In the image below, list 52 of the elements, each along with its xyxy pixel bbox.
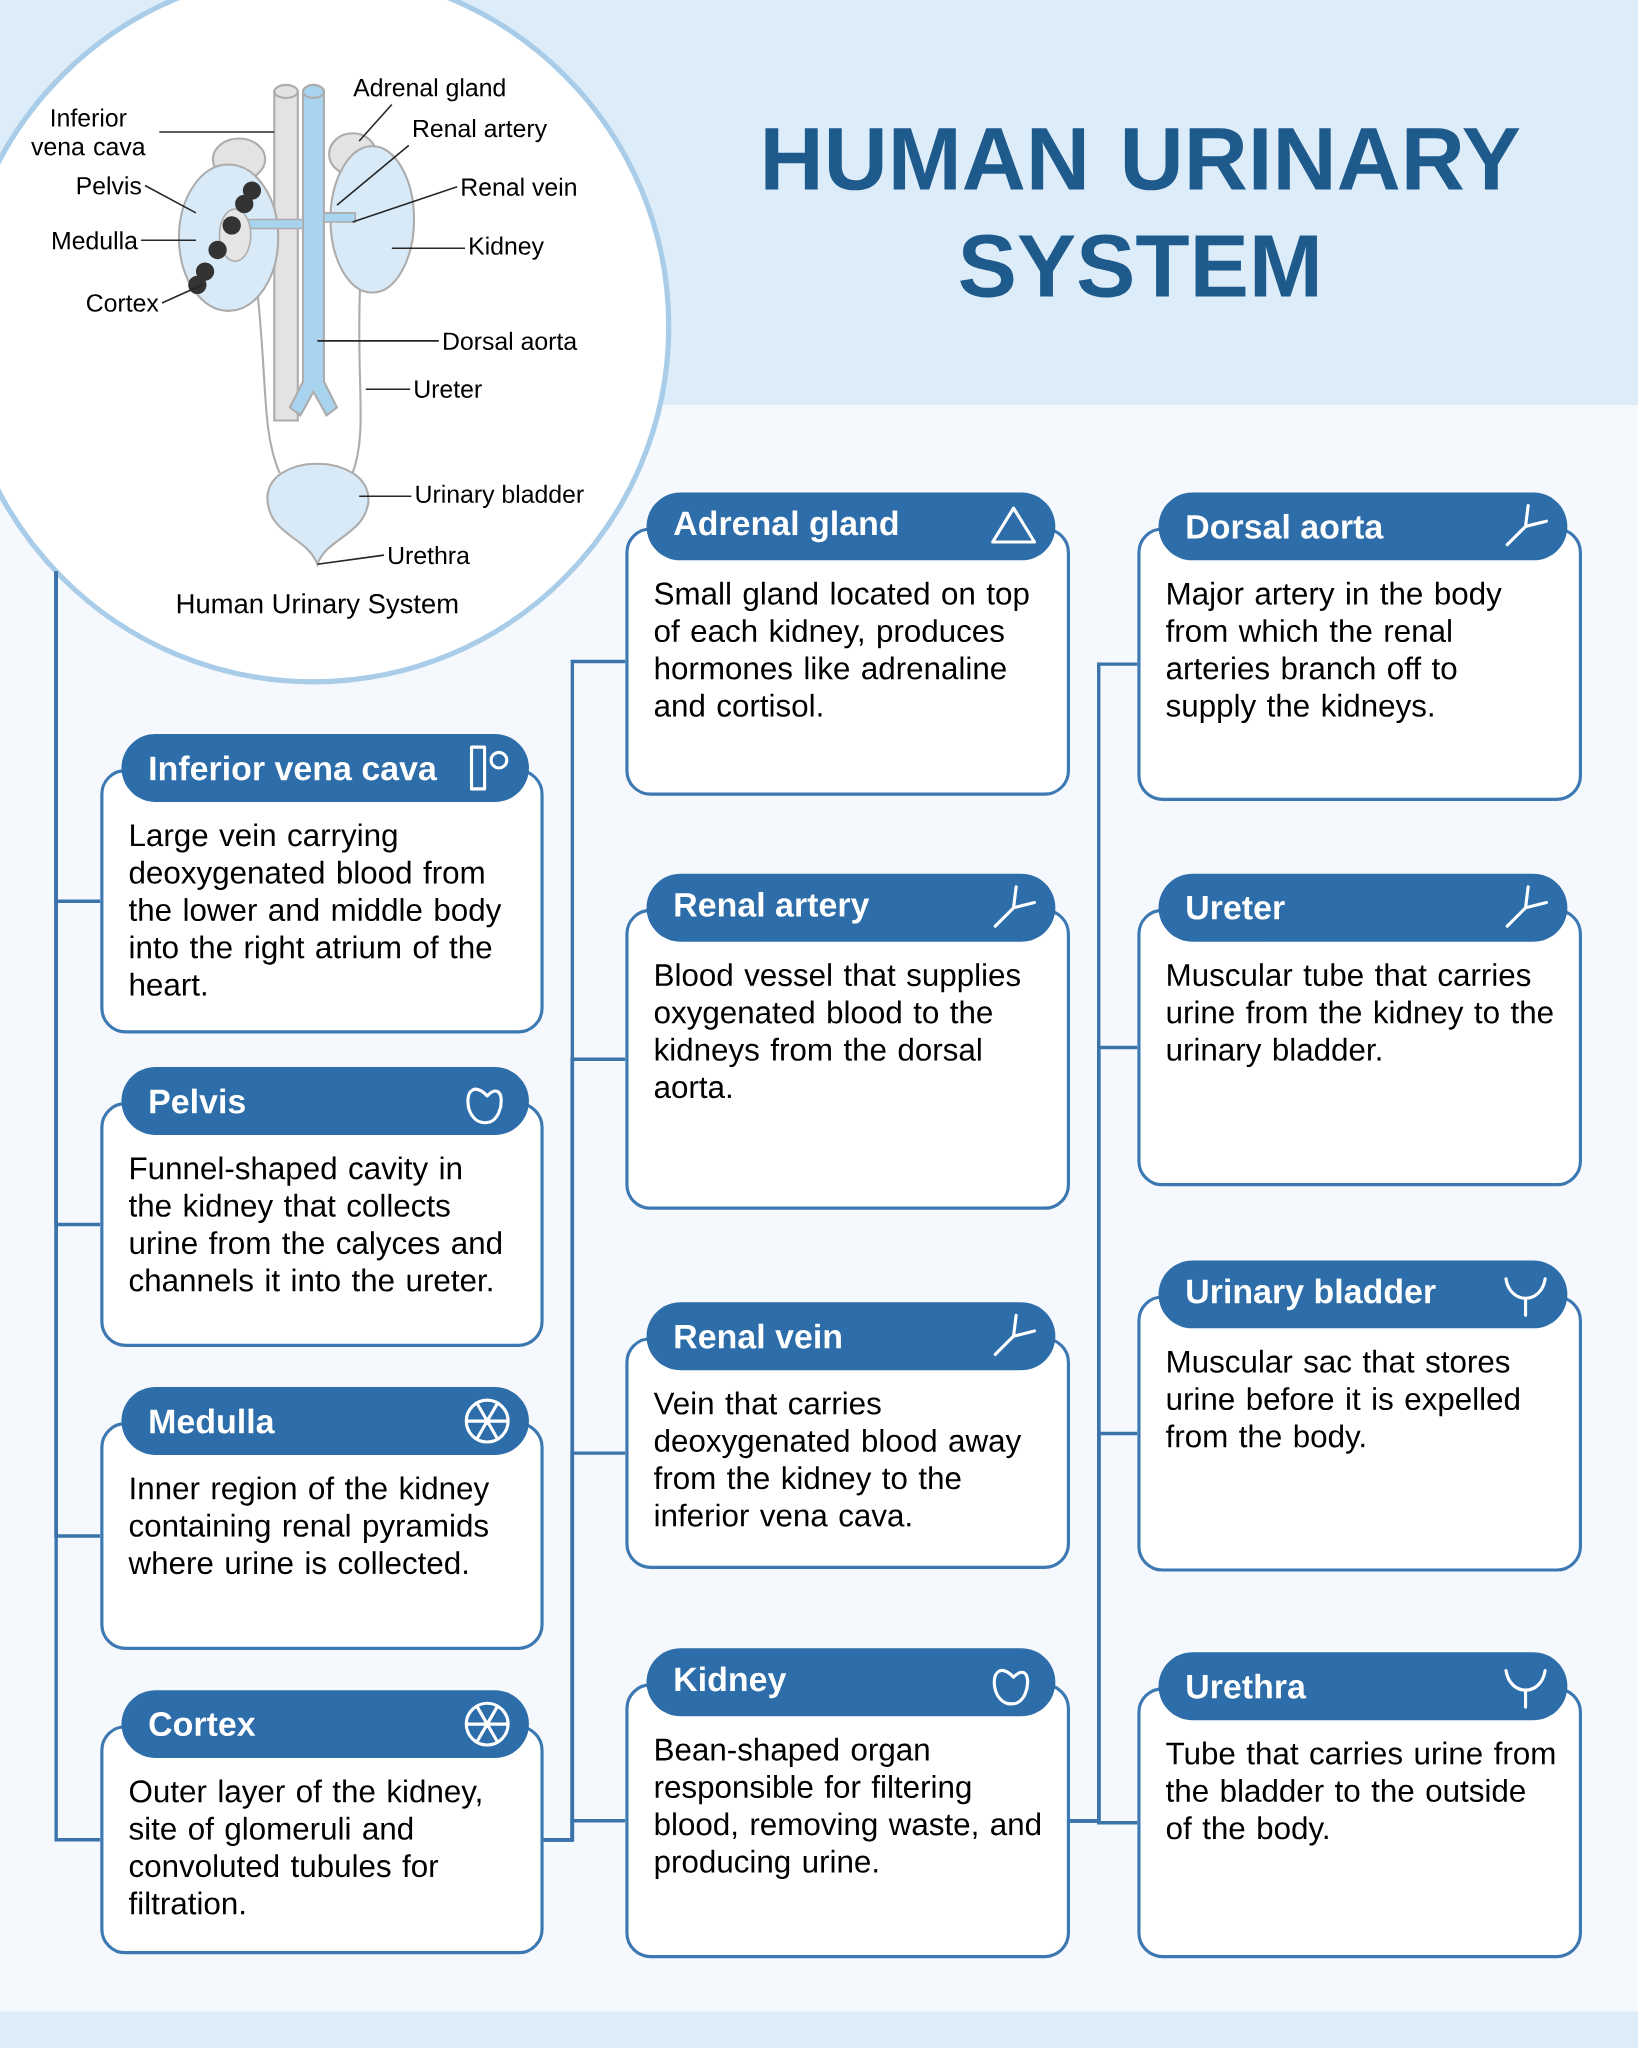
info-card: Pelvis Funnel-shaped cavity in the kidney that collects urine from the calyces and channels it into the ureter. <box>100 1067 544 1347</box>
info-card: Urinary bladder Muscular sac that stores urine before it is expelled from the body. <box>1137 1260 1583 1572</box>
part-label: Urinary bladder <box>416 484 584 508</box>
info-card: Cortex Outer layer of the kidney, site of glomeruli and convoluted tubules for filtration. <box>100 1690 544 1955</box>
title: HUMAN URINARY SYSTEM <box>765 128 1520 298</box>
card-header: Dorsal aorta <box>1158 492 1568 561</box>
card-header: Medulla <box>121 1387 530 1456</box>
leader-line <box>358 495 413 498</box>
info-card: Inferior vena cava Large vein carrying deoxygenated blood from the lower and middle body into the right atrium of the heart. <box>100 734 544 1034</box>
leader-line <box>365 388 411 390</box>
leader-line <box>158 131 276 133</box>
part-label: Urethra <box>389 546 470 565</box>
leader-line <box>161 283 204 304</box>
leader-line <box>358 103 393 142</box>
card-header: Cortex <box>121 1690 530 1759</box>
card-header: Adrenal gland <box>646 492 1056 561</box>
card-header: Urinary bladder <box>1158 1260 1568 1329</box>
card-header: Renal artery <box>646 873 1056 942</box>
info-card: Medulla Inner region of the kidney containing renal pyramids where urine is collected. <box>100 1387 544 1650</box>
connector-line <box>54 571 101 1842</box>
info-card: Dorsal aorta Major artery in the body from which the renal arteries branch off to supply the kidneys. <box>1137 492 1583 801</box>
card-header: Ureter <box>1158 873 1568 942</box>
part-label: Ureter <box>415 380 482 398</box>
part-label: Pelvis <box>77 176 141 195</box>
info-card: Renal artery Blood vessel that supplies oxygenated blood to the kidneys from the dorsal aorta. <box>625 873 1071 1210</box>
card-header: Kidney <box>646 1648 1056 1717</box>
info-card: Kidney Bean-shaped organ responsible for filtering blood, removing waste, and producing urine. <box>625 1648 1071 1959</box>
leader-line <box>140 239 197 242</box>
leader-line <box>391 247 466 249</box>
part-label: Renal artery <box>414 119 548 143</box>
connector-line <box>1070 1819 1138 1825</box>
info-card: Adrenal gland Small gland located on top of each kidney, produces hormones like adrenaline and cortisol. <box>625 492 1071 796</box>
card-header: Pelvis <box>121 1067 530 1136</box>
part-label: Dorsal aorta <box>444 331 578 350</box>
connector-line <box>543 1819 626 1842</box>
part-label: Cortex <box>87 294 159 312</box>
part-label: Adrenal gland <box>353 78 505 102</box>
leader-line <box>336 144 410 206</box>
part-label: Kidney <box>470 236 544 260</box>
part-label: Inferior vena cava <box>31 108 146 156</box>
leader-line <box>316 340 440 342</box>
card-header: Inferior vena cava <box>121 734 530 802</box>
info-card: Renal vein Vein that carries deoxygenated blood away from the kidney to the inferior vena cava. <box>625 1302 1071 1569</box>
card-header: Renal vein <box>646 1302 1056 1371</box>
leader-line <box>144 184 197 214</box>
info-card: Ureter Muscular tube that carries urine from the kidney to the urinary bladder. <box>1137 873 1583 1187</box>
card-header: Urethra <box>1158 1652 1568 1721</box>
leader-line <box>316 554 385 566</box>
part-label: Renal vein <box>462 177 576 196</box>
leader-line <box>351 186 458 223</box>
info-card: Urethra Tube that carries urine from the bladder to the outside of the body. <box>1137 1652 1583 1959</box>
part-label: Medulla <box>53 231 138 250</box>
